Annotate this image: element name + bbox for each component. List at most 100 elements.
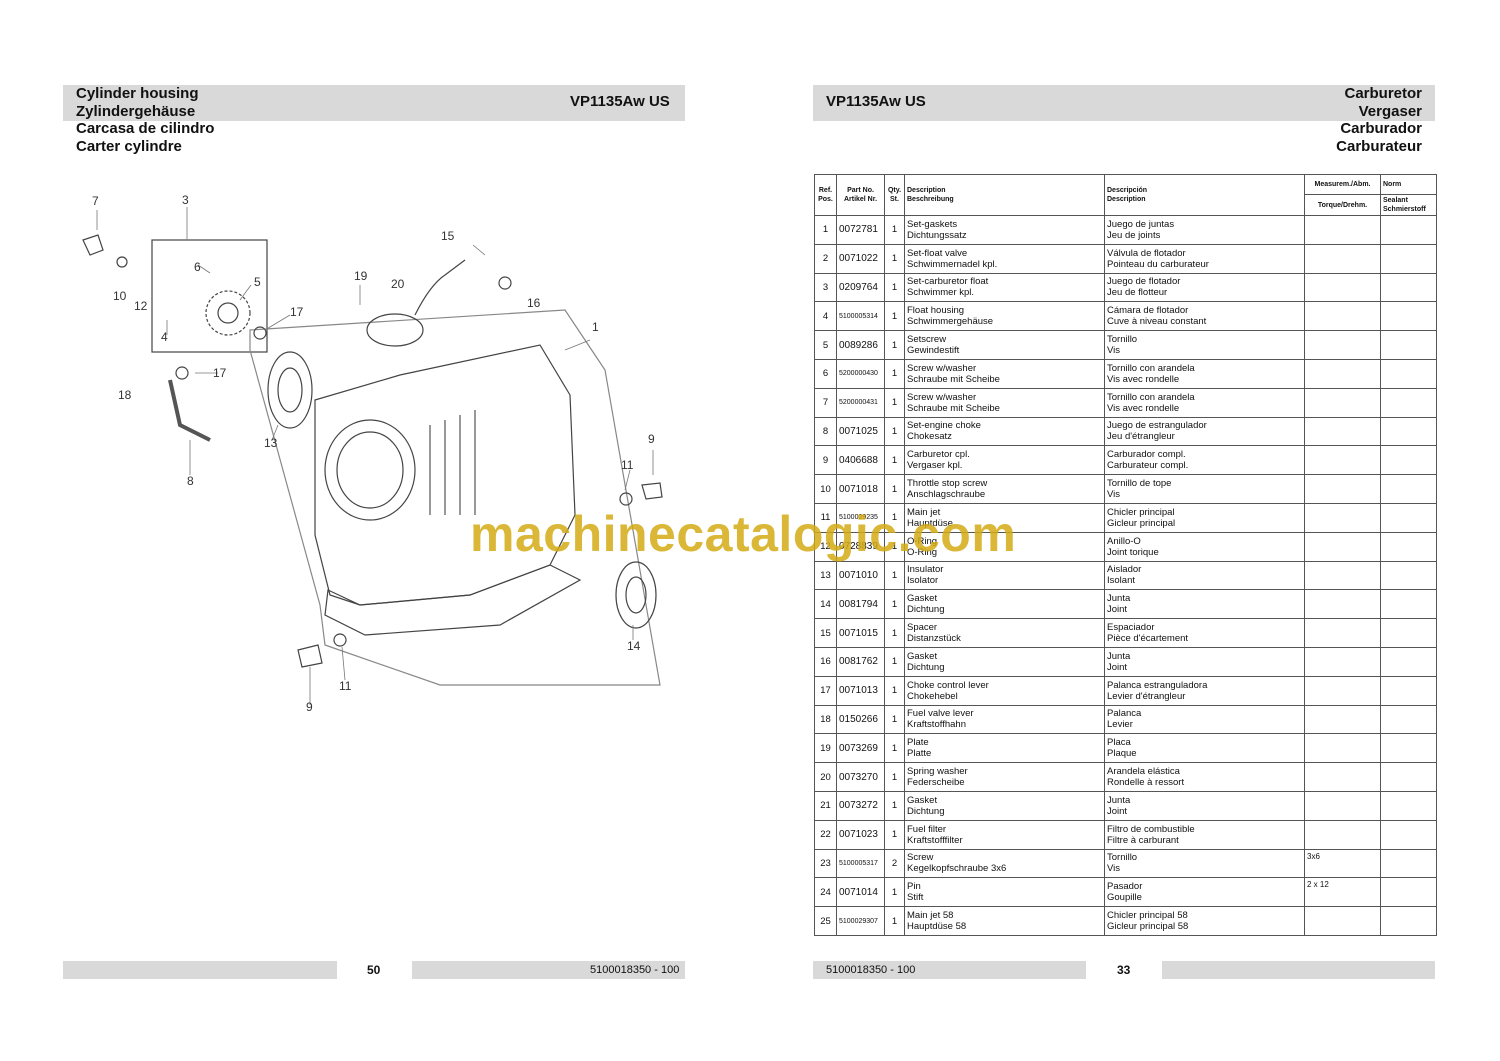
left-page-number: 50 [367, 963, 381, 977]
qty-cell: 1 [884, 704, 905, 735]
desc-fr: Vis avec rondelle [1107, 402, 1180, 414]
measurement-cell [1304, 358, 1381, 389]
desc-es: Palanca estranguladora [1107, 679, 1208, 691]
desc-en: Screw [907, 852, 934, 864]
desc-es: Espaciador [1107, 622, 1155, 634]
qty-cell: 1 [884, 790, 905, 821]
header-norm: Norm [1380, 174, 1437, 195]
desc-en: Set-gaskets [907, 218, 958, 230]
washer [116, 256, 128, 268]
desc-fr: Joint [1107, 604, 1128, 616]
measurement-cell [1304, 330, 1381, 360]
base-plate [324, 564, 582, 636]
norm-cell [1380, 215, 1437, 245]
norm-cell [1380, 906, 1437, 936]
washer [253, 326, 267, 340]
measurement-cell [1304, 733, 1381, 764]
callout-label: 18 [118, 388, 132, 402]
desc-es: Filtro de combustible [1107, 823, 1195, 835]
desc-de: O-Ring [907, 546, 938, 558]
callout-label: 16 [527, 296, 541, 310]
part-number-cell: 0071023 [836, 819, 885, 850]
housing-outline [249, 309, 661, 686]
ref-cell: 24 [814, 877, 837, 908]
right-footer-bar [813, 961, 1086, 979]
desc-fr: Pièce d'écartement [1107, 633, 1189, 645]
part-number-cell: 0071010 [836, 560, 885, 591]
bolt-right [641, 482, 663, 500]
header-description-es-fr: Descripción Description [1104, 174, 1305, 216]
desc-en: Plate [907, 737, 929, 749]
qty-cell: 1 [884, 906, 905, 936]
measurement-cell [1304, 819, 1381, 850]
header-qty: Qty. St. [884, 174, 905, 216]
callout-label: 6 [194, 260, 201, 274]
sensor-wire [414, 259, 466, 316]
oil-seal [615, 561, 657, 629]
desc-fr: Rondelle à ressort [1107, 777, 1185, 789]
part-number-cell: 0072781 [836, 215, 885, 245]
part-number-cell: 5100029307 [836, 906, 885, 936]
desc-es: Pasador [1107, 881, 1143, 893]
desc-fr: Pointeau du carburateur [1107, 258, 1209, 270]
desc-en: Main jet 58 [907, 910, 954, 922]
qty-cell: 1 [884, 301, 905, 332]
callout-label: 9 [648, 432, 655, 446]
measurement-cell [1304, 704, 1381, 735]
norm-cell [1380, 243, 1437, 274]
desc-de: Schwimmer kpl. [907, 287, 975, 299]
desc-de: Gewindestift [907, 345, 960, 357]
desc-en: Setscrew [907, 334, 947, 346]
ref-cell: 19 [814, 733, 837, 764]
qty-cell: 1 [884, 733, 905, 764]
desc-fr: Jeu de flotteur [1107, 287, 1168, 299]
measurement-cell [1304, 646, 1381, 677]
header-text: Artikel Nr. [843, 196, 878, 203]
measurement-cell: 3x6 [1304, 848, 1381, 879]
qty-cell: 1 [884, 819, 905, 850]
desc-en: Set-engine choke [907, 420, 981, 432]
qty-cell: 1 [884, 243, 905, 274]
right-doc-number: 5100018350 - 100 [826, 964, 916, 976]
measurement-cell [1304, 762, 1381, 792]
desc-es: Tornillo de tope [1107, 478, 1172, 490]
desc-en: Pin [907, 881, 921, 893]
part-number-cell: 0406688 [836, 445, 885, 476]
header-text: Ref. [818, 187, 833, 194]
left-doc-number: 5100018350 - 100 [590, 964, 680, 976]
desc-de: Federscheibe [907, 777, 965, 789]
left-footer-bar [63, 961, 337, 979]
norm-cell [1380, 618, 1437, 648]
ref-cell: 21 [814, 790, 837, 821]
part-number-cell: 5100005314 [836, 301, 885, 332]
desc-en: Throttle stop screw [907, 478, 988, 490]
callout-label: 7 [92, 194, 99, 208]
qty-cell: 1 [884, 474, 905, 504]
desc-es: Arandela elástica [1107, 766, 1180, 778]
left-footer-bar-2 [412, 961, 685, 979]
desc-de: Kegelkopfschraube 3x6 [907, 863, 1007, 875]
